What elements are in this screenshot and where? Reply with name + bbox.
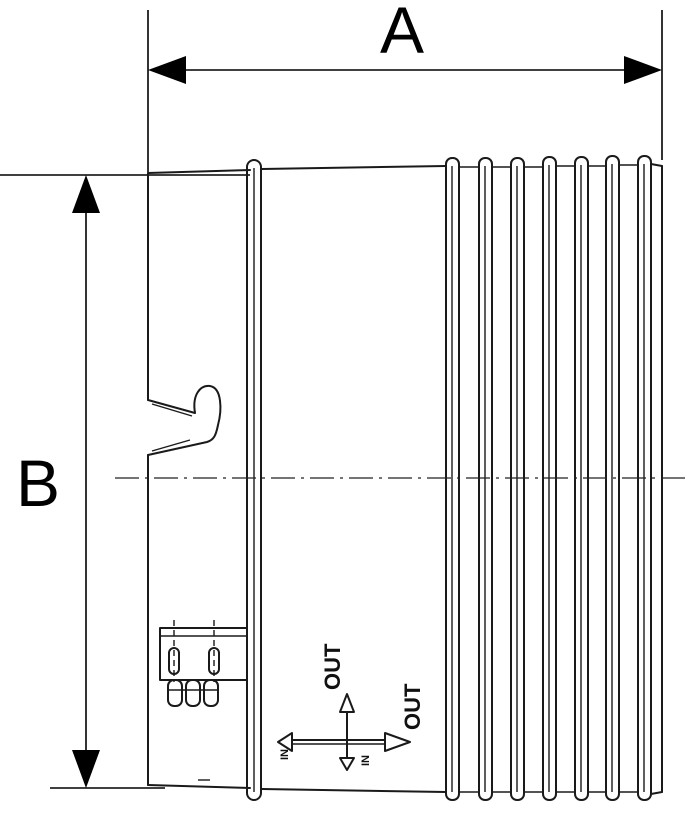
- flow-label-in-down: IN: [360, 755, 372, 766]
- dim-b-label: B: [16, 446, 60, 520]
- dim-a-label: A: [380, 0, 424, 67]
- duct-body: [147, 165, 447, 793]
- dim-a-arrow-right: [624, 56, 662, 84]
- rib-top-connectors: [459, 164, 638, 168]
- rib-3: [510, 157, 525, 801]
- end-face-bottom: [650, 791, 663, 795]
- flow-label-out-right: OUT: [400, 683, 425, 730]
- bayonet-slot-inner: [151, 403, 193, 452]
- bayonet-slot: [147, 384, 222, 456]
- body-top-edge-left: [147, 169, 251, 174]
- dimension-b: B: [0, 174, 250, 789]
- end-face-top: [650, 163, 663, 167]
- flow-arrow-in-left: [277, 732, 293, 752]
- rib-1: [445, 157, 460, 801]
- flow-label-out-up: OUT: [320, 643, 345, 690]
- dim-a-arrow-left: [148, 56, 186, 84]
- latch-knob-1: [167, 679, 183, 707]
- dim-b-arrow-bottom: [72, 750, 100, 788]
- latch-knob-3: [203, 679, 219, 707]
- rib-2: [478, 157, 493, 801]
- flow-label-in-left: IN: [279, 749, 291, 760]
- dimension-a: A: [147, 0, 663, 172]
- flow-arrow-out-right: [384, 732, 411, 752]
- body-top-edge-mid: [261, 165, 447, 170]
- flow-arrow-in-down: [339, 757, 355, 771]
- latch-knob-2: [185, 679, 201, 707]
- flow-direction-marks: OUT OUT IN IN: [277, 643, 425, 771]
- flange-ring-outer: [246, 159, 262, 801]
- latch-plate: [159, 627, 248, 681]
- flow-arrow-out-up: [339, 693, 355, 713]
- dim-b-arrow-top: [72, 175, 100, 213]
- latch-mechanism: [159, 620, 248, 781]
- body-bottom-edge-mid: [261, 788, 447, 793]
- flange-ring: [246, 159, 262, 801]
- body-bottom-edge-left: [147, 784, 251, 789]
